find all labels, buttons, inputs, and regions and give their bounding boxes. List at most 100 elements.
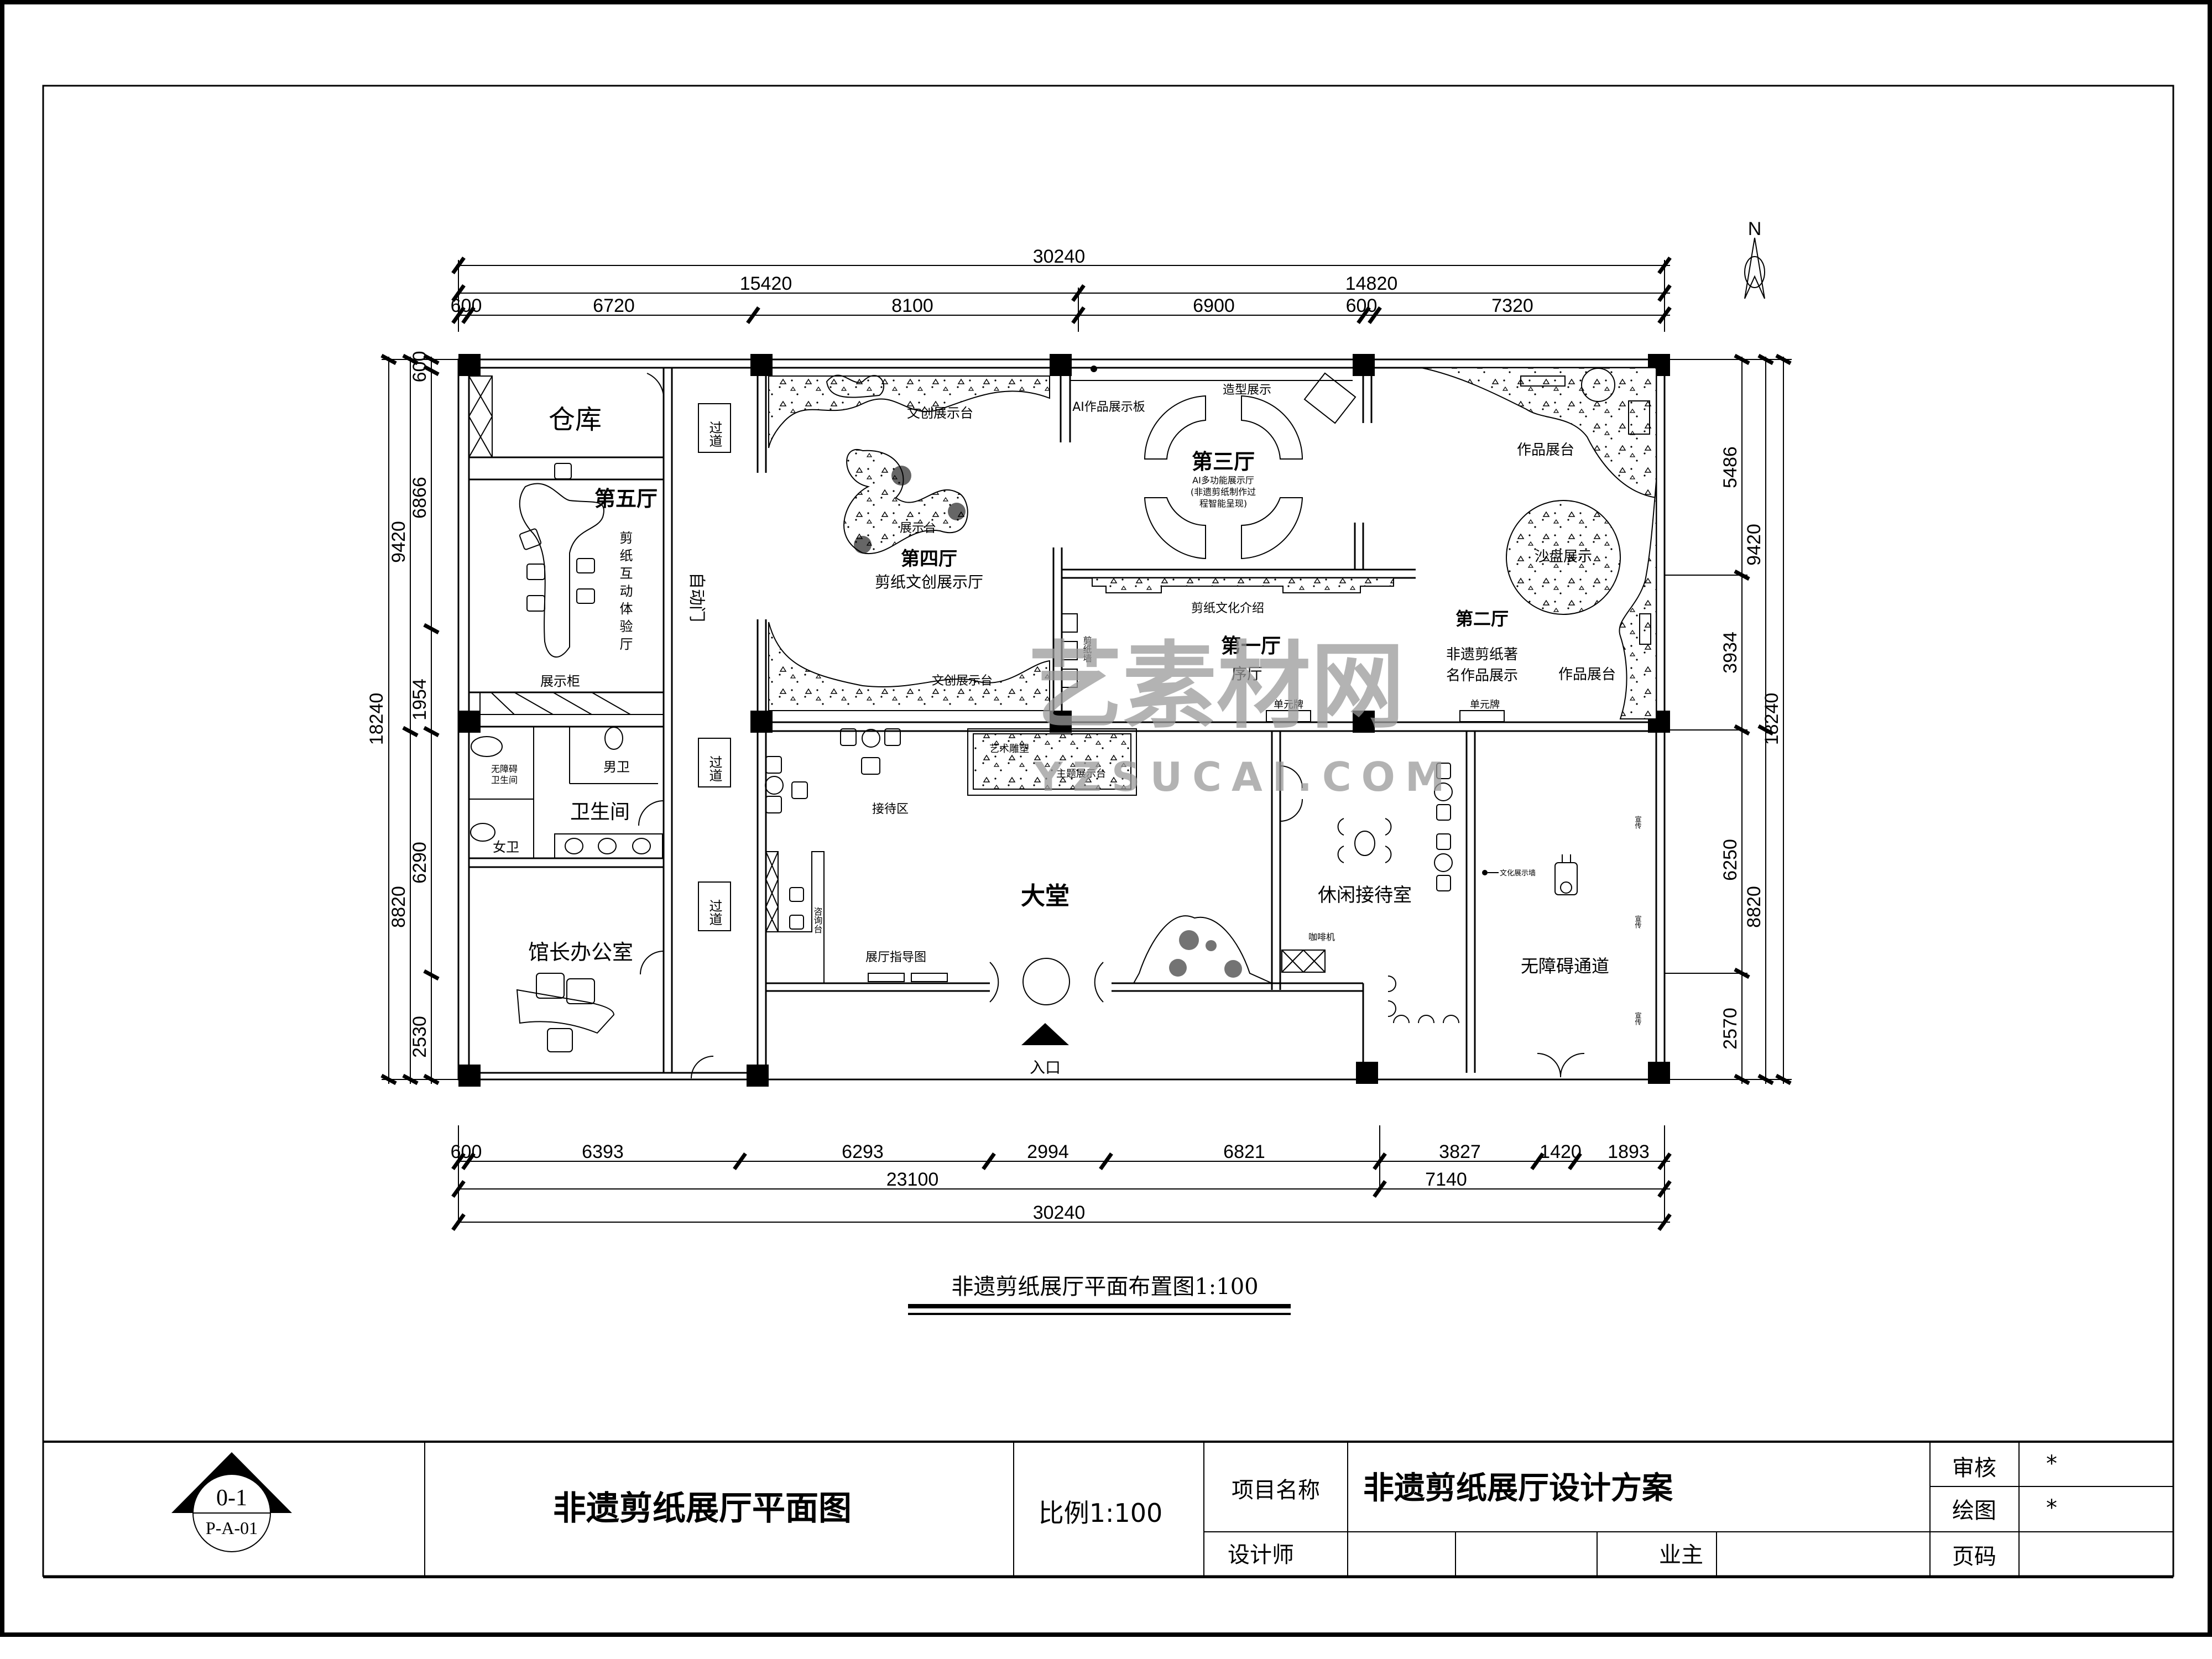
lounge-label: 休闲接待室 — [1318, 884, 1412, 906]
accessible-wc-label-1: 无障碍 — [491, 764, 518, 774]
dim-top-sub-2: 14820 — [1345, 273, 1398, 294]
hall2-subtitle-1: 非遗剪纸著 — [1446, 646, 1518, 663]
dim-left-seg: 6290 — [409, 842, 430, 884]
title-block — [43, 1441, 2173, 1578]
owner-label: 业主 — [1659, 1542, 1703, 1568]
index-number: 0-1 — [216, 1485, 247, 1511]
hall-2: 作品展台 沙盘展示 第二厅 非遗剪纸著 名作品展示 作品展台 单元牌 — [1421, 367, 1657, 722]
hall4-title: 第四厅 — [901, 548, 957, 570]
dim-right-seg: 2570 — [1720, 1008, 1741, 1050]
dim-bottom-seg: 2994 — [1027, 1141, 1069, 1162]
info-desk-label: 咨询台 — [812, 907, 823, 933]
creative-platform-top-label: 文创展示台 — [907, 405, 973, 421]
dim-top-sub-1: 15420 — [740, 273, 792, 294]
plan-caption: 非遗剪纸展厅平面布置图1:100 — [951, 1274, 1258, 1300]
hall-3: AI作品展示板 造型展示 第三厅 AI多功能展示厅 (非遗剪纸制作过 程智能呈现… — [1070, 366, 1357, 560]
auto-door-label: 自动门 — [687, 572, 706, 622]
paper-wall-label: 剪纸墙 — [1082, 636, 1092, 662]
dim-right-total: 18240 — [1761, 693, 1782, 745]
poster-label: 宣传 — [1634, 815, 1642, 829]
dim-left-sub: 8820 — [388, 886, 409, 928]
review-value: * — [2046, 1451, 2057, 1477]
dim-left-total: 18240 — [366, 693, 387, 745]
dim-bottom-seg: 6821 — [1223, 1141, 1265, 1162]
dim-left-seg: 2530 — [409, 1016, 430, 1058]
wheelchair-icon — [1554, 854, 1578, 895]
dim-left-sub: 9420 — [388, 521, 409, 563]
creative-platform-bottom-label: 文创展示台 — [932, 674, 993, 688]
works-platform-top-label: 作品展台 — [1517, 442, 1574, 458]
watermark: 艺素材网 YZSUCAI.COM — [1029, 632, 1454, 800]
unit-sign-label: 单元牌 — [1274, 699, 1303, 711]
corridor: 过道 过道 过道 — [698, 403, 731, 931]
hall5-title: 第五厅 — [594, 487, 658, 511]
hall3-title: 第三厅 — [1192, 450, 1255, 474]
works-platform-bottom-label: 作品展台 — [1558, 666, 1616, 683]
caption-underline-thick — [908, 1304, 1291, 1308]
restroom-label: 卫生间 — [570, 801, 630, 823]
hall3-subtitle-3: 程智能呈现) — [1199, 498, 1247, 509]
male-wc-label: 男卫 — [603, 759, 630, 775]
director-office-label: 馆长办公室 — [528, 940, 633, 964]
hall-5: 第五厅 剪纸互动体验厅 展示柜 自动门 — [479, 463, 706, 715]
dim-left-seg: 1954 — [409, 679, 430, 721]
hall5-subtitle: 剪纸互动体验厅 — [617, 531, 633, 655]
drawing-title: 非遗剪纸展厅平面图 — [553, 1489, 852, 1528]
accessible-path-label: 无障碍通道 — [1521, 956, 1609, 977]
hall-1: 剪纸文化介绍 剪纸墙 第一厅 序厅 单元牌 — [1061, 577, 1394, 722]
bottom-dimensions: 600 6393 6293 2994 6821 3827 1420 1893 2… — [451, 1125, 1672, 1232]
theme-platform-label: 主题展示台 — [1056, 768, 1106, 780]
page-number-label: 页码 — [1952, 1544, 1996, 1569]
dim-left-seg: 600 — [409, 351, 430, 383]
display-cabinet-label: 展示柜 — [540, 674, 580, 689]
dim-bottom-seg: 6293 — [842, 1141, 884, 1162]
double-door-icon[interactable] — [1537, 1052, 1585, 1078]
poster-label: 宣传 — [1634, 915, 1642, 928]
dim-top-seg: 8100 — [891, 295, 933, 316]
culture-wall-label: 文化展示墙 — [1500, 869, 1536, 878]
project-name-label: 项目名称 — [1232, 1478, 1320, 1503]
revolving-door-icon[interactable] — [989, 958, 1104, 1005]
sheet-inner-border — [42, 85, 2174, 1577]
watermark-en: YZSUCAI.COM — [1033, 754, 1454, 800]
dim-right-seg: 5486 — [1720, 446, 1741, 488]
hall3-subtitle-1: AI多功能展示厅 — [1192, 475, 1254, 486]
entrance-label: 入口 — [1030, 1058, 1061, 1077]
culture-intro-label: 剪纸文化介绍 — [1191, 602, 1264, 615]
hall-4: 文创展示台 展示台 第四厅 剪纸文创展示厅 文创展示台 — [768, 374, 1050, 711]
dim-right-sub: 8820 — [1744, 886, 1765, 928]
female-wc-label: 女卫 — [493, 839, 519, 855]
director-office: 馆长办公室 — [516, 940, 714, 1079]
dim-bottom-seg: 1893 — [1608, 1141, 1650, 1162]
lobby: 接待区 艺术雕塑 主题展示台 咨询台 展厅指导图 大堂 入口 — [765, 728, 1272, 1077]
hall-guide-label: 展厅指导图 — [865, 951, 926, 964]
reception-area-label: 接待区 — [872, 802, 909, 816]
drawn-by-value: * — [2046, 1495, 2057, 1521]
accessible-wc-label-2: 卫生间 — [491, 775, 518, 785]
dim-top-total: 30240 — [1033, 246, 1086, 267]
project-name-value: 非遗剪纸展厅设计方案 — [1363, 1470, 1673, 1506]
dim-right-seg: 3934 — [1720, 632, 1741, 674]
north-arrow-icon: N — [1744, 218, 1765, 299]
north-label: N — [1748, 218, 1762, 239]
dim-bottom-seg: 3827 — [1439, 1141, 1481, 1162]
hall2-title: 第二厅 — [1455, 608, 1509, 629]
designer-label: 设计师 — [1228, 1542, 1294, 1568]
poster-label: 宣传 — [1634, 1011, 1642, 1025]
left-dimensions: 18240 9420 8820 600 6866 1954 6290 2530 — [366, 351, 458, 1086]
dim-bottom-sub-1: 23100 — [886, 1169, 939, 1190]
dim-right-sub: 9420 — [1744, 524, 1765, 566]
model-display-label: 造型展示 — [1223, 383, 1271, 397]
entrance-arrow-icon — [1021, 1023, 1069, 1045]
hall3-subtitle-2: (非遗剪纸制作过 — [1191, 487, 1256, 497]
review-label: 审核 — [1952, 1455, 1996, 1481]
corridor-label: 过道 — [707, 421, 722, 447]
lobby-label: 大堂 — [1021, 882, 1070, 910]
dim-bottom-seg: 600 — [451, 1141, 482, 1162]
restroom: 无障碍 卫生间 男卫 女卫 卫生间 — [469, 727, 664, 859]
dim-left-seg: 6866 — [409, 477, 430, 519]
storage-label: 仓库 — [549, 404, 602, 435]
coffee-machine-label: 咖啡机 — [1308, 932, 1335, 942]
art-sculpture-label: 艺术雕塑 — [989, 743, 1029, 755]
